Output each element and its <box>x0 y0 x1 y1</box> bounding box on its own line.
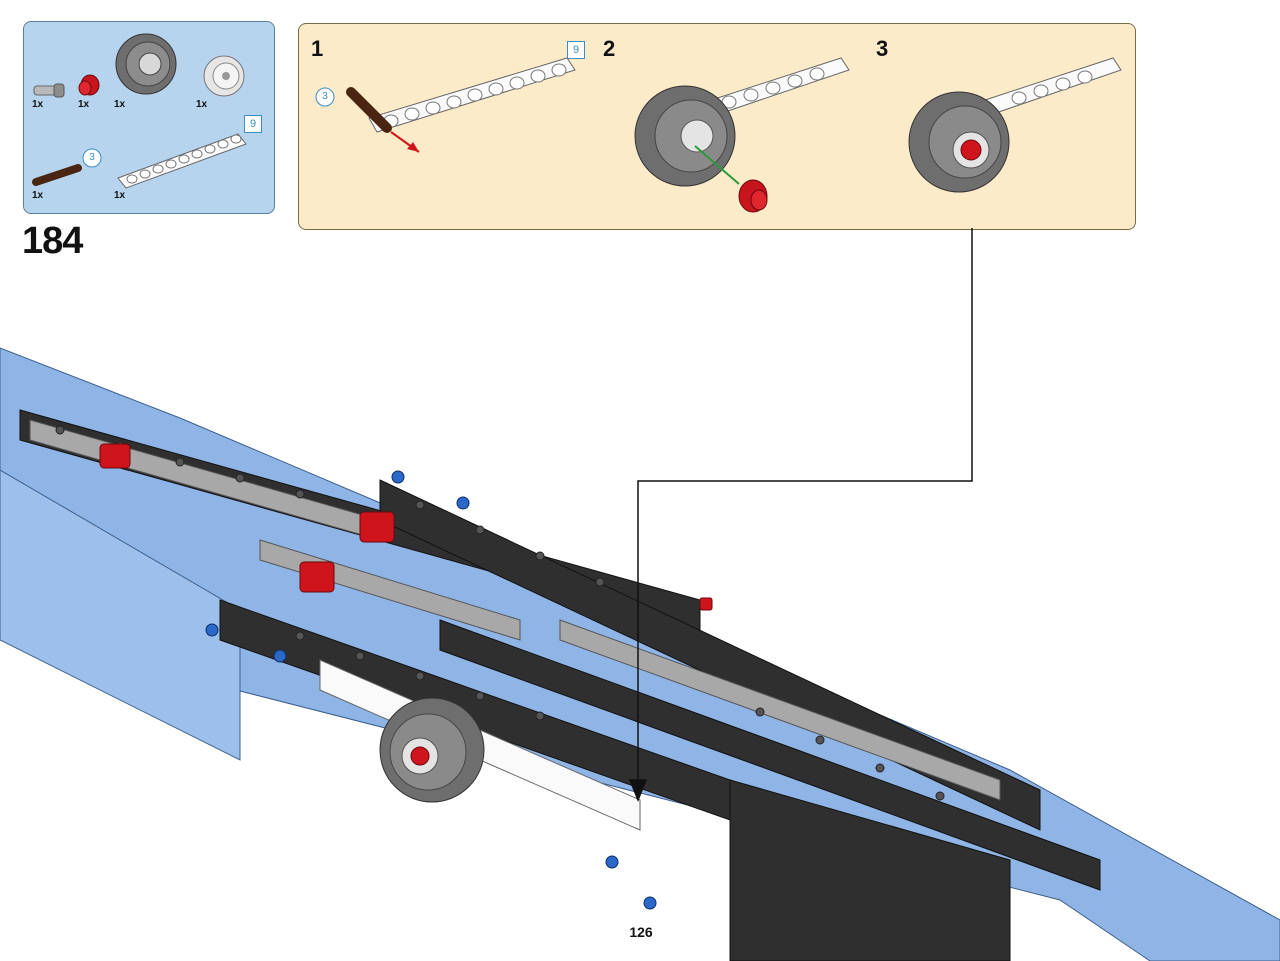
qty-red-bush: 1x <box>78 99 90 110</box>
substep-1-axle-badge: 3 <box>322 91 328 102</box>
substep-3-label: 3 <box>876 36 889 61</box>
qty-brown-axle: 1x <box>32 190 44 201</box>
substep-2-illustration <box>634 57 850 213</box>
step-number: 184 <box>22 220 83 262</box>
beam-holes <box>55 425 945 801</box>
sub-assembly-callout: 1 2 3 3 9 <box>298 23 1136 230</box>
hub-part <box>203 55 245 97</box>
callout-line <box>628 228 973 803</box>
qty-white-beam: 1x <box>114 190 126 201</box>
substep-1-label: 1 <box>311 36 324 61</box>
brown-axle-part <box>32 164 82 186</box>
beam-length-badge: 9 <box>244 115 262 133</box>
red-bush-part <box>78 74 100 96</box>
axle-pin-part <box>33 83 65 98</box>
substep-2-label: 2 <box>603 36 616 61</box>
qty-hub: 1x <box>196 99 208 110</box>
axle-length-badge: 3 <box>89 152 95 163</box>
parts-illustrations <box>32 33 247 189</box>
red-connectors <box>99 443 713 611</box>
substep-1-illustration <box>315 57 576 153</box>
page-number: 126 <box>620 924 662 940</box>
white-beam-part <box>117 133 247 189</box>
tire-part <box>115 33 177 95</box>
installed-wheel <box>379 697 485 803</box>
substep-3-illustration <box>908 57 1122 193</box>
sub-assembly-illustrations <box>315 57 1122 213</box>
substep-1-beam-badge: 9 <box>567 41 585 59</box>
qty-tire: 1x <box>114 99 126 110</box>
blue-pins <box>205 470 657 910</box>
parts-list-callout: 1x 1x 1x 1x 1x 1x 3 9 <box>23 21 275 214</box>
qty-axle-pin: 1x <box>32 99 44 110</box>
